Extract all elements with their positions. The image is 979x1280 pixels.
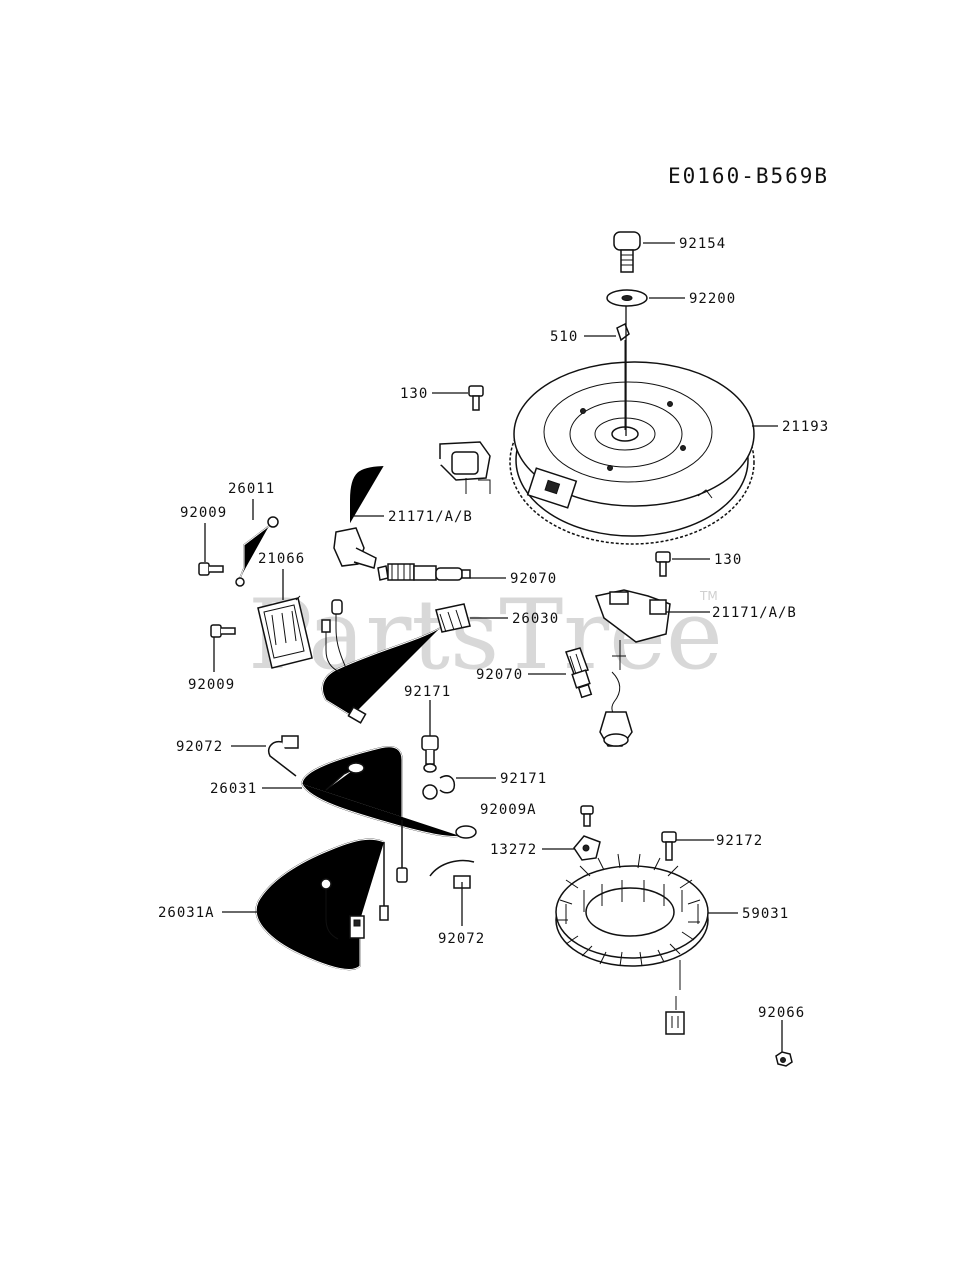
- stator-59031[interactable]: [555, 853, 709, 1035]
- callout-92072-top[interactable]: 92072: [176, 739, 223, 755]
- callout-92009-upper[interactable]: 92009: [180, 505, 227, 521]
- callout-92171-lower[interactable]: 92171: [500, 771, 547, 787]
- watermark-tm: TM: [699, 589, 718, 603]
- ground-wire-26011[interactable]: [235, 516, 279, 587]
- callout-92009A[interactable]: 92009A: [480, 802, 537, 818]
- callout-130-top[interactable]: 130: [400, 386, 428, 402]
- ignition-coil-left[interactable]: [439, 441, 491, 494]
- callout-labels: 92154 92200 510 130 21193 26011 92009 21…: [158, 236, 829, 1021]
- callout-26031A[interactable]: 26031A: [158, 905, 215, 921]
- screw-92009-lower[interactable]: [210, 624, 236, 638]
- callout-92172[interactable]: 92172: [716, 833, 763, 849]
- callout-59031[interactable]: 59031: [742, 906, 789, 922]
- callout-92171-upper[interactable]: 92171: [404, 684, 451, 700]
- callout-26030[interactable]: 26030: [512, 611, 559, 627]
- callout-92154[interactable]: 92154: [679, 236, 726, 252]
- spark-plug-top[interactable]: [377, 563, 471, 581]
- callout-21171-right[interactable]: 21171/A/B: [712, 605, 797, 621]
- band-92072-top[interactable]: [268, 735, 299, 777]
- callout-92066[interactable]: 92066: [758, 1005, 805, 1021]
- band-92072-bottom[interactable]: [429, 859, 475, 889]
- high-tension-lead-left[interactable]: [342, 458, 443, 534]
- callout-21066[interactable]: 21066: [258, 551, 305, 567]
- callout-92072-bottom[interactable]: 92072: [438, 931, 485, 947]
- screw-92009-upper[interactable]: [198, 562, 224, 576]
- callout-130-right[interactable]: 130: [714, 552, 742, 568]
- flywheel-key[interactable]: [616, 322, 630, 342]
- screw-130-right[interactable]: [655, 551, 671, 577]
- callout-92070-mid[interactable]: 92070: [476, 667, 523, 683]
- harness-26030[interactable]: [321, 599, 441, 724]
- bolt-92172[interactable]: [661, 831, 677, 861]
- spark-plug-cap-left[interactable]: [333, 527, 377, 569]
- clip-92171-upper[interactable]: [421, 735, 439, 773]
- ignition-coil-right[interactable]: [595, 589, 671, 719]
- screw-130-top[interactable]: [468, 385, 484, 411]
- callout-92200[interactable]: 92200: [689, 291, 736, 307]
- connector-26030[interactable]: [435, 603, 471, 633]
- diagram-code: E0160-B569B: [668, 164, 829, 188]
- clip-92171-lower[interactable]: [422, 775, 456, 800]
- harness-26031[interactable]: [301, 746, 477, 883]
- spark-plug-mid[interactable]: [565, 647, 593, 699]
- flywheel[interactable]: [509, 361, 755, 545]
- flywheel-washer[interactable]: [606, 289, 648, 307]
- callout-92070-top[interactable]: 92070: [510, 571, 557, 587]
- bolt-92009A[interactable]: [580, 805, 594, 827]
- callout-21171-left[interactable]: 21171/A/B: [388, 509, 473, 525]
- nut-92066[interactable]: [775, 1051, 793, 1067]
- plate-13272[interactable]: [573, 835, 601, 861]
- callout-92009-lower[interactable]: 92009: [188, 677, 235, 693]
- callout-26031[interactable]: 26031: [210, 781, 257, 797]
- flywheel-bolt[interactable]: [613, 231, 641, 273]
- callout-510[interactable]: 510: [550, 329, 578, 345]
- callout-21193[interactable]: 21193: [782, 419, 829, 435]
- regulator-21066[interactable]: [257, 595, 313, 669]
- callout-26011[interactable]: 26011: [228, 481, 275, 497]
- callout-13272[interactable]: 13272: [490, 842, 537, 858]
- harness-26031A[interactable]: [255, 838, 389, 971]
- leader-lines: [204, 242, 783, 1052]
- spark-plug-cap-right[interactable]: [599, 711, 633, 747]
